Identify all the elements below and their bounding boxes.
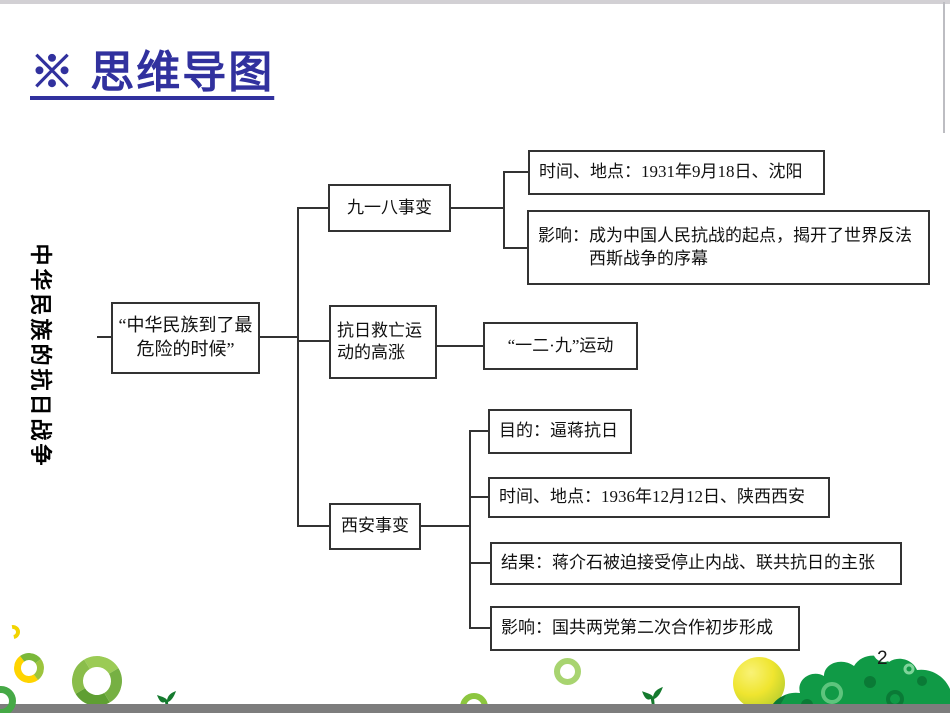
branch-node-jiuyiba: 九一八事变 <box>328 184 451 232</box>
connector-line <box>471 562 490 564</box>
branch-node-kangri-jiuwang: 抗日救亡运动的高涨 <box>329 305 437 379</box>
connector-line <box>299 207 328 209</box>
connector-line <box>97 336 111 338</box>
leaf-xian-time-place: 时间、地点：1936年12月12日、陕西西安 <box>488 477 830 518</box>
leaf-129-movement: “一二·九”运动 <box>483 322 638 370</box>
leaf-918-impact: 影响：成为中国人民抗战的起点，揭开了世界反法西斯战争的序幕 <box>527 210 930 285</box>
slide-title: ※ 思维导图 <box>30 48 275 97</box>
connector-line <box>471 496 488 498</box>
connector-trunk-line <box>297 207 299 527</box>
connector-line <box>437 345 483 347</box>
connector-line <box>299 340 329 342</box>
decor-ring-icon <box>12 651 46 685</box>
vertical-chapter-label: 中华民族的抗日战争 <box>28 243 53 469</box>
footer-bar <box>0 704 950 713</box>
decor-sprout-icon <box>157 691 176 713</box>
connector-fan-line <box>503 171 505 249</box>
connector-line <box>259 336 299 338</box>
connector-fan-line <box>469 430 471 629</box>
leaf-xian-impact: 影响：国共两党第二次合作初步形成 <box>490 606 800 651</box>
leaf-xian-purpose: 目的：逼蒋抗日 <box>488 409 632 454</box>
connector-line <box>505 171 528 173</box>
decor-ring-icon <box>0 686 16 713</box>
right-edge-line <box>943 2 945 133</box>
decor-sprout-icon <box>642 686 663 712</box>
decor-ring-icon <box>3 622 23 642</box>
connector-line <box>471 430 488 432</box>
connector-line <box>505 247 527 249</box>
mindmap-root-node: “中华民族到了最危险的时候” <box>111 302 260 374</box>
page-number: 2 <box>877 648 888 669</box>
leaf-xian-result: 结果：蒋介石被迫接受停止内战、联共抗日的主张 <box>490 542 902 585</box>
branch-node-xian-shibian: 西安事变 <box>329 503 421 550</box>
decor-ring-icon <box>66 650 128 712</box>
connector-line <box>451 207 505 209</box>
connector-line <box>299 525 329 527</box>
decor-ring-icon <box>554 658 581 685</box>
decor-ring-icon <box>460 693 488 713</box>
connector-line <box>421 525 471 527</box>
connector-line <box>471 627 490 629</box>
leaf-918-time-place: 时间、地点：1931年9月18日、沈阳 <box>528 150 825 195</box>
top-strip <box>0 0 950 4</box>
